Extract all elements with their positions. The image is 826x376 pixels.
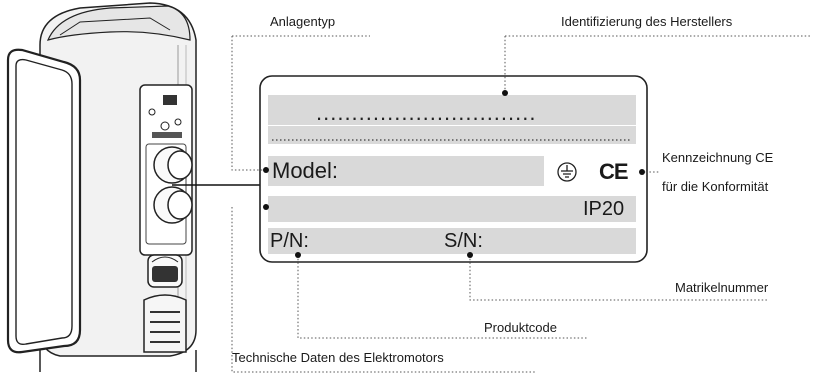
manufacturer-field-2 xyxy=(268,126,636,144)
manufacturer-field xyxy=(268,95,636,125)
callout-hersteller: Identifizierung des Herstellers xyxy=(561,14,733,29)
tech-data-field xyxy=(268,196,636,222)
model-field xyxy=(268,156,544,186)
pn-label: P/N: xyxy=(270,230,309,252)
callout-technische-daten: Technische Daten des Elektromotors xyxy=(232,350,444,365)
front-panel xyxy=(6,48,82,354)
sn-label: S/N: xyxy=(444,230,483,252)
connector-sockets xyxy=(153,146,193,224)
callout-matrikel: Matrikelnummer xyxy=(675,280,769,295)
callout-produktcode: Produktcode xyxy=(484,320,557,335)
callout-ce-line2: für die Konformität xyxy=(662,179,769,194)
lower-flap xyxy=(147,254,183,288)
bottom-vent xyxy=(39,294,197,372)
leader-lines xyxy=(231,35,810,373)
manufacturer-dots: ............................... xyxy=(316,100,537,125)
callout-anlagentyp: Anlagentyp xyxy=(270,14,336,29)
callout-ce-line1: Kennzeichnung CE xyxy=(662,150,774,165)
ground-symbol-icon xyxy=(557,162,577,182)
ce-mark: CE xyxy=(599,159,629,184)
model-label: Model: xyxy=(272,158,339,183)
pn-sn-field xyxy=(268,228,636,254)
ip-rating: IP20 xyxy=(583,198,625,220)
